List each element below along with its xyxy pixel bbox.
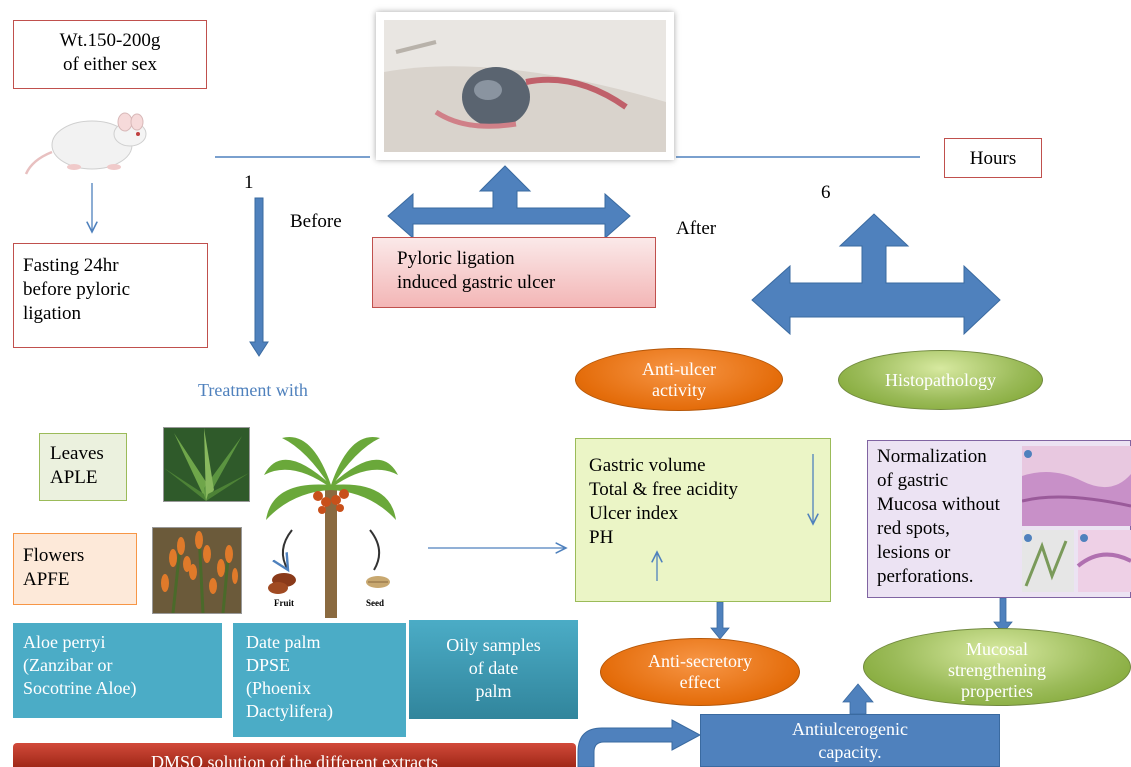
hours-box: Hours [944,138,1042,178]
dmso-solution-bar: DMSO solution of the different extracts [13,743,576,767]
dmso-solution-text: DMSO solution of the different extracts [150,752,439,767]
three-way-arrow-procedure [387,165,631,240]
timeline-start-label: 1 [244,172,254,193]
fasting-box: Fasting 24hr before pyloric ligation [13,243,208,348]
aloe-flowers-photo [152,527,242,614]
oily-samples-box: Oily samples of date palm [409,620,578,719]
flowers-box: Flowers APFE [13,533,137,605]
fruit-label: Fruit [274,598,294,608]
increase-arrow-icon [650,548,664,581]
mucosal-strengthening-ellipse: Mucosal strengthening properties [863,628,1131,706]
treatment-heading: Treatment with [198,380,308,400]
date-palm-box: Date palm DPSE (Phoenix Dactylifera) [233,623,406,737]
thick-down-arrow [249,197,269,357]
anti-secretory-effect-ellipse: Anti-secretory effect [600,638,800,706]
pyloric-ligation-photo [376,12,674,160]
up-arrow-antiulcerogenic [842,683,874,715]
histopathology-ellipse: Histopathology [838,350,1043,410]
histology-micrographs [1022,446,1131,592]
rat-image [24,112,147,175]
antiulcerogenic-capacity-box: Antiulcerogenic capacity. [700,714,1000,767]
gastric-parameters-box: Gastric volume Total & free acidity Ulce… [575,438,831,602]
before-label: Before [290,211,342,232]
after-label: After [676,218,717,239]
specimen-weight-box: Wt.150-200g of either sex [13,20,207,89]
three-way-arrow-outcomes [751,213,1001,336]
curved-arrow-dmso [577,719,702,767]
procedure-box: Pyloric ligation induced gastric ulcer [372,237,656,308]
aloe-perryi-box: Aloe perryi (Zanzibar or Socotrine Aloe) [13,623,222,718]
seed-label: Seed [366,598,384,608]
decrease-arrow-icon [806,454,820,528]
anti-ulcer-activity-ellipse: Anti-ulcer activity [575,348,783,411]
aloe-leaves-photo [163,427,250,502]
timeline-end-label: 6 [821,182,831,203]
parameters-to-antisecretory-arrow [710,601,730,640]
leaves-box: Leaves APLE [39,433,127,501]
date-palm-illustration: Fruit Seed [262,430,400,618]
